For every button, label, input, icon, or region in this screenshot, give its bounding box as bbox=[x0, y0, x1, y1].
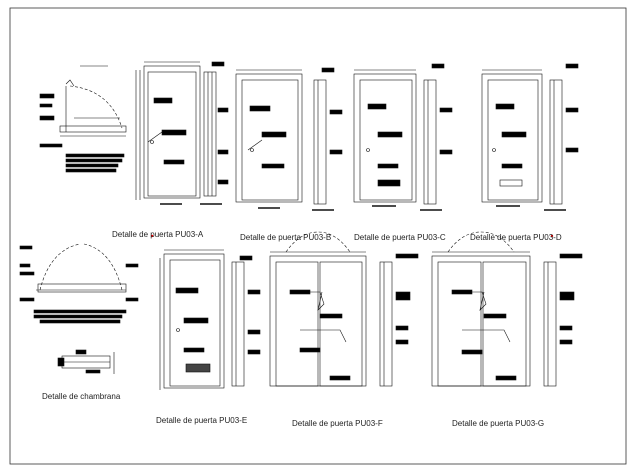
door-elevation-pu03-c bbox=[353, 63, 453, 211]
door-elevation-pu03-e bbox=[159, 249, 261, 390]
caption-pu03-b: Detalle de puerta PU03-B bbox=[240, 233, 332, 242]
caption-pu03-f: Detalle de puerta PU03-F bbox=[292, 419, 383, 428]
door-elevation-pu03-a bbox=[135, 61, 229, 205]
caption-pu03-a: Detalle de puerta PU03-A bbox=[112, 230, 204, 239]
caption-pu03-e: Detalle de puerta PU03-E bbox=[156, 416, 248, 425]
caption-pu03-c: Detalle de puerta PU03-C bbox=[354, 233, 446, 242]
door-elevation-pu03-d bbox=[481, 63, 579, 211]
caption-pu03-g: Detalle de puerta PU03-G bbox=[452, 419, 545, 428]
door-elevation-pu03-g bbox=[431, 231, 583, 387]
chambrana-detail bbox=[57, 349, 115, 374]
sheet-border bbox=[9, 7, 627, 465]
door-elevation-pu03-f bbox=[269, 231, 419, 387]
caption-pu03-d: Detalle de puerta PU03-D bbox=[470, 233, 562, 242]
swing-plan-detail-bottom bbox=[19, 243, 139, 324]
marker-accent bbox=[150, 234, 154, 238]
swing-plan-detail-top bbox=[39, 65, 127, 173]
caption-chambrana: Detalle de chambrana bbox=[42, 392, 121, 401]
marker-accent bbox=[550, 234, 554, 238]
door-elevation-pu03-b bbox=[235, 67, 343, 211]
